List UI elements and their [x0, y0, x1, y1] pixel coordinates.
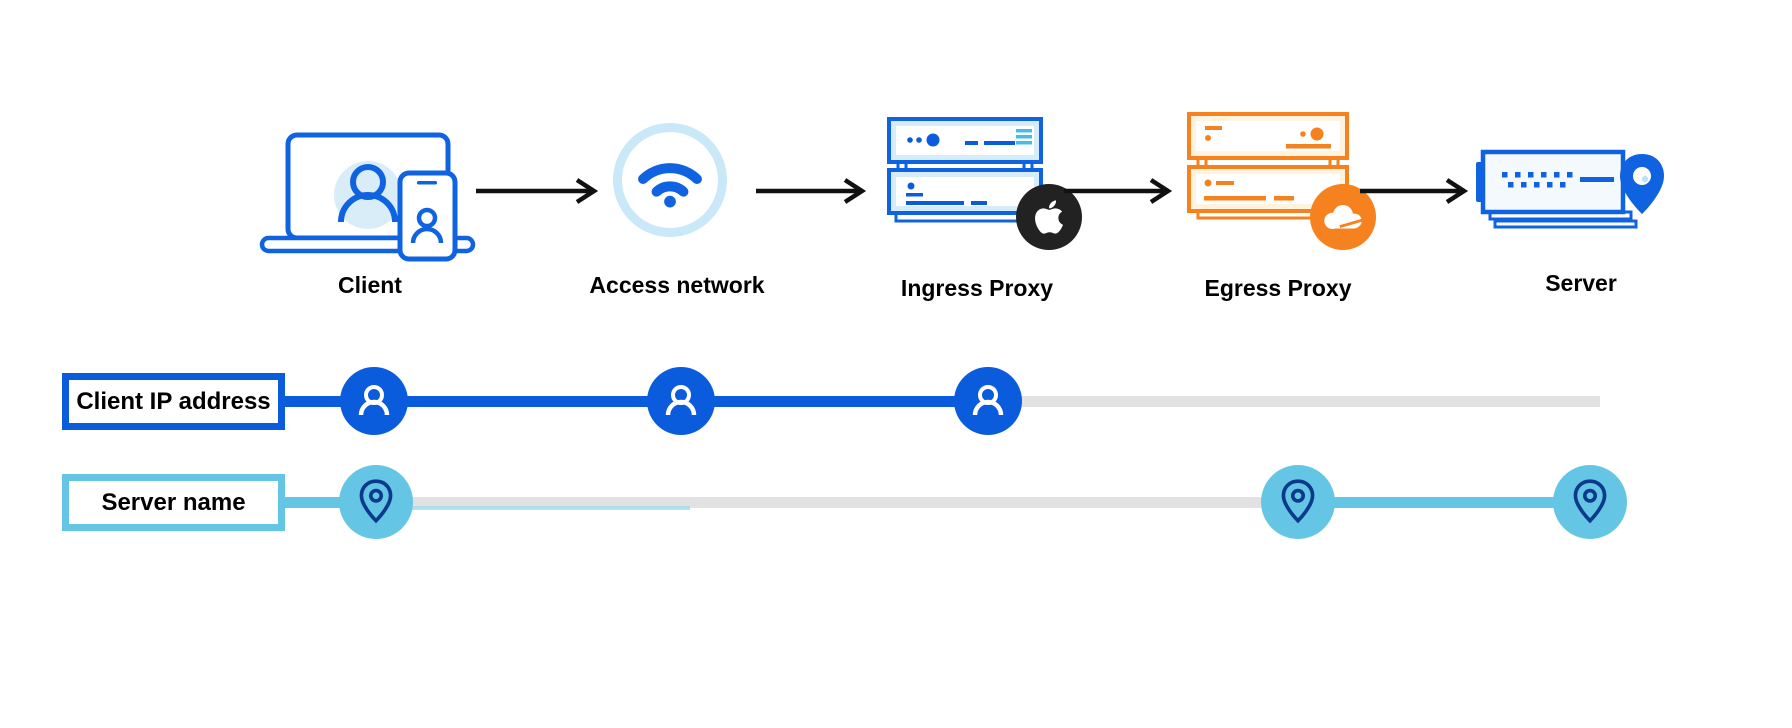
arrow-ingress-to-egress	[1064, 178, 1173, 204]
client-laptop-phone-icon	[259, 132, 476, 262]
arrow-client-to-access	[476, 178, 599, 204]
client-label: Client	[338, 272, 402, 298]
access-network-wifi-circle	[613, 123, 727, 237]
access-network-label: Access network	[589, 272, 765, 298]
user-icon	[665, 385, 697, 416]
cloudflare-logo-badge	[1310, 184, 1376, 250]
server-name-marker-client	[339, 465, 413, 539]
apple-logo-icon	[1035, 200, 1063, 234]
server-name-marker-egress-proxy	[1261, 465, 1335, 539]
server-name-stub-line	[283, 497, 378, 508]
ingress-proxy-label: Ingress Proxy	[900, 275, 1054, 301]
wifi-icon	[638, 163, 702, 208]
user-icon	[972, 385, 1004, 416]
server-name-marker-server	[1553, 465, 1627, 539]
user-icon	[358, 385, 390, 416]
cloudflare-logo-icon	[1324, 205, 1365, 229]
client-ip-address-box: Client IP address	[62, 373, 285, 430]
server-label: Server	[1545, 270, 1617, 296]
server-name-box-label: Server name	[101, 488, 246, 516]
server-location-icon	[1476, 149, 1664, 229]
egress-proxy-label: Egress Proxy	[1204, 275, 1352, 301]
location-pin-icon	[1573, 479, 1607, 524]
client-ip-address-box-label: Client IP address	[76, 387, 271, 415]
arrow-access-to-ingress	[756, 178, 867, 204]
server-name-thin-line	[380, 506, 690, 510]
server-name-box: Server name	[62, 474, 285, 531]
client-ip-marker-client	[340, 367, 408, 435]
arrow-egress-to-server	[1360, 178, 1469, 204]
client-ip-marker-ingress-proxy	[954, 367, 1022, 435]
apple-logo-badge	[1016, 184, 1082, 250]
location-pin-icon	[1281, 479, 1315, 524]
server-name-inactive-line	[378, 497, 1298, 508]
client-ip-inactive-line	[988, 396, 1600, 407]
location-pin-icon	[359, 479, 393, 524]
client-ip-marker-access-network	[647, 367, 715, 435]
server-name-active-line	[1298, 497, 1590, 508]
client-ip-active-line	[283, 396, 988, 407]
